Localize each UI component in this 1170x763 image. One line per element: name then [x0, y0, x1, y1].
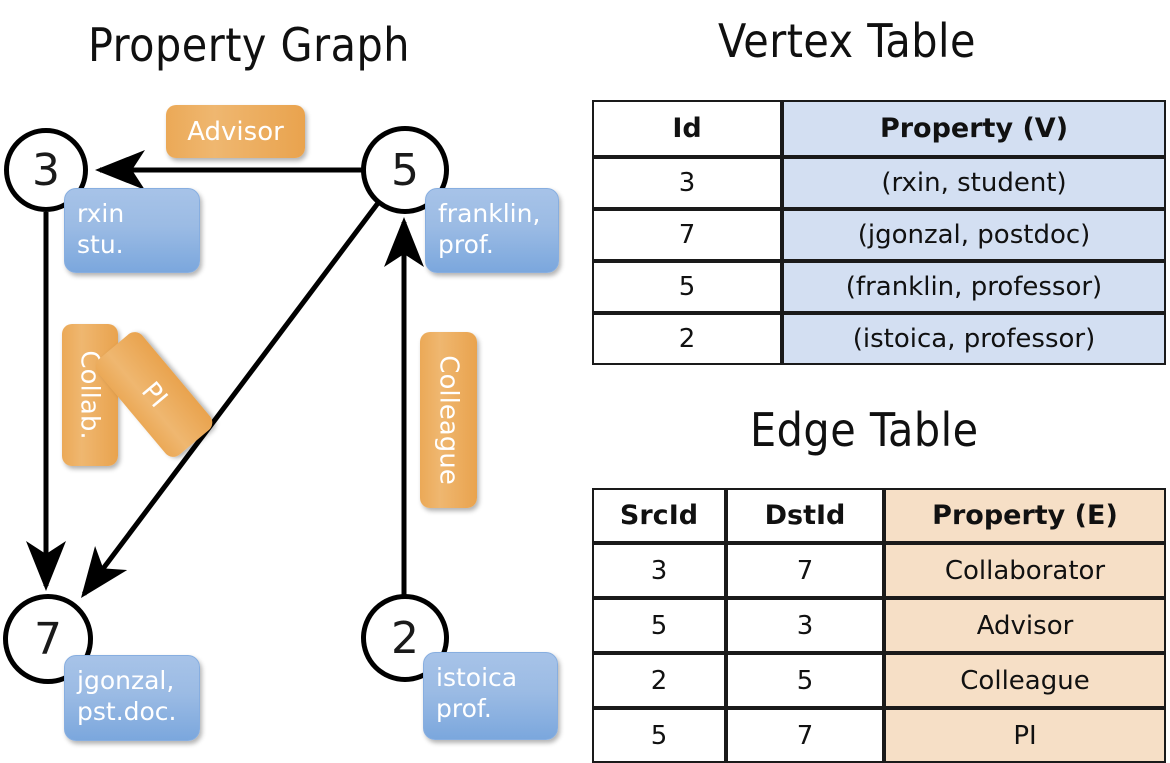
page-title-property-graph: Property Graph [88, 18, 410, 72]
vertex-cell-id: 7 [592, 209, 782, 261]
property-graph-diagram: 3 5 7 2 rxin stu. franklin, prof. jgonza… [0, 0, 585, 760]
edge-cell-dstid: 5 [726, 653, 884, 708]
table-row: 5 7 PI [592, 708, 1166, 763]
edge-cell-srcid: 2 [592, 653, 726, 708]
edge-cell-srcid: 5 [592, 708, 726, 763]
edge-table-header-property: Property (E) [884, 488, 1166, 543]
table-row: 5 3 Advisor [592, 598, 1166, 653]
vertex-table-header-row: Id Property (V) [592, 100, 1166, 157]
edge-cell-dstid: 7 [726, 543, 884, 598]
edge-5-to-7-pi [80, 201, 380, 598]
edge-cell-dstid: 7 [726, 708, 884, 763]
vertex-cell-id: 5 [592, 261, 782, 313]
vertex-table: Id Property (V) 3 (rxin, student) 7 (jgo… [592, 100, 1166, 365]
graph-node-2-label: 2 [391, 612, 419, 664]
table-row: 2 5 Colleague [592, 653, 1166, 708]
node-property-box-rxin: rxin stu. [64, 188, 200, 273]
vertex-table-header-property: Property (V) [782, 100, 1166, 157]
page-title-edge-table: Edge Table [750, 403, 979, 457]
edge-cell-property: PI [884, 708, 1166, 763]
table-row: 2 (istoica, professor) [592, 313, 1166, 365]
table-row: 3 7 Collaborator [592, 543, 1166, 598]
node-property-box-jgonzal: jgonzal, pst.doc. [64, 655, 200, 741]
node-property-line-1: jgonzal, [77, 666, 175, 695]
edge-table: SrcId DstId Property (E) 3 7 Collaborato… [592, 488, 1166, 763]
vertex-cell-property: (jgonzal, postdoc) [782, 209, 1166, 261]
vertex-cell-property: (rxin, student) [782, 157, 1166, 209]
graph-node-7-label: 7 [34, 613, 62, 665]
node-property-line-2: pst.doc. [77, 696, 177, 726]
edge-cell-property: Collaborator [884, 543, 1166, 598]
graph-node-5[interactable]: 5 [361, 126, 449, 214]
graph-node-3-label: 3 [32, 144, 60, 196]
edge-label-colleague: Colleague [420, 332, 477, 508]
node-property-line-1: rxin [77, 199, 125, 228]
edge-label-advisor-text: Advisor [187, 116, 284, 147]
vertex-table-header-id: Id [592, 100, 782, 157]
graph-node-2[interactable]: 2 [361, 594, 449, 682]
vertex-cell-id: 2 [592, 313, 782, 365]
edge-table-header-srcid: SrcId [592, 488, 726, 543]
node-property-line-1: franklin, [438, 199, 541, 228]
edge-label-collab: Collab. [62, 324, 118, 466]
node-property-box-istoica: istoica prof. [423, 652, 558, 740]
edge-label-colleague-text: Colleague [433, 355, 464, 485]
edge-cell-dstid: 3 [726, 598, 884, 653]
edge-cell-property: Advisor [884, 598, 1166, 653]
graph-node-5-label: 5 [391, 144, 419, 196]
node-property-line-1: istoica [436, 663, 518, 692]
table-row: 7 (jgonzal, postdoc) [592, 209, 1166, 261]
node-property-box-franklin: franklin, prof. [425, 188, 559, 273]
node-property-line-2: prof. [436, 693, 492, 723]
vertex-cell-property: (istoica, professor) [782, 313, 1166, 365]
edge-cell-srcid: 5 [592, 598, 726, 653]
edge-table-header-dstid: DstId [726, 488, 884, 543]
node-property-line-2: stu. [77, 229, 124, 259]
edge-cell-srcid: 3 [592, 543, 726, 598]
vertex-cell-id: 3 [592, 157, 782, 209]
edge-label-advisor: Advisor [166, 105, 305, 158]
edge-table-header-row: SrcId DstId Property (E) [592, 488, 1166, 543]
vertex-cell-property: (franklin, professor) [782, 261, 1166, 313]
table-row: 3 (rxin, student) [592, 157, 1166, 209]
node-property-line-2: prof. [438, 229, 494, 259]
edge-label-pi-text: PI [134, 375, 173, 414]
graph-edges-svg [26, 150, 424, 598]
table-row: 5 (franklin, professor) [592, 261, 1166, 313]
page-title-vertex-table: Vertex Table [718, 14, 976, 68]
edge-cell-property: Colleague [884, 653, 1166, 708]
